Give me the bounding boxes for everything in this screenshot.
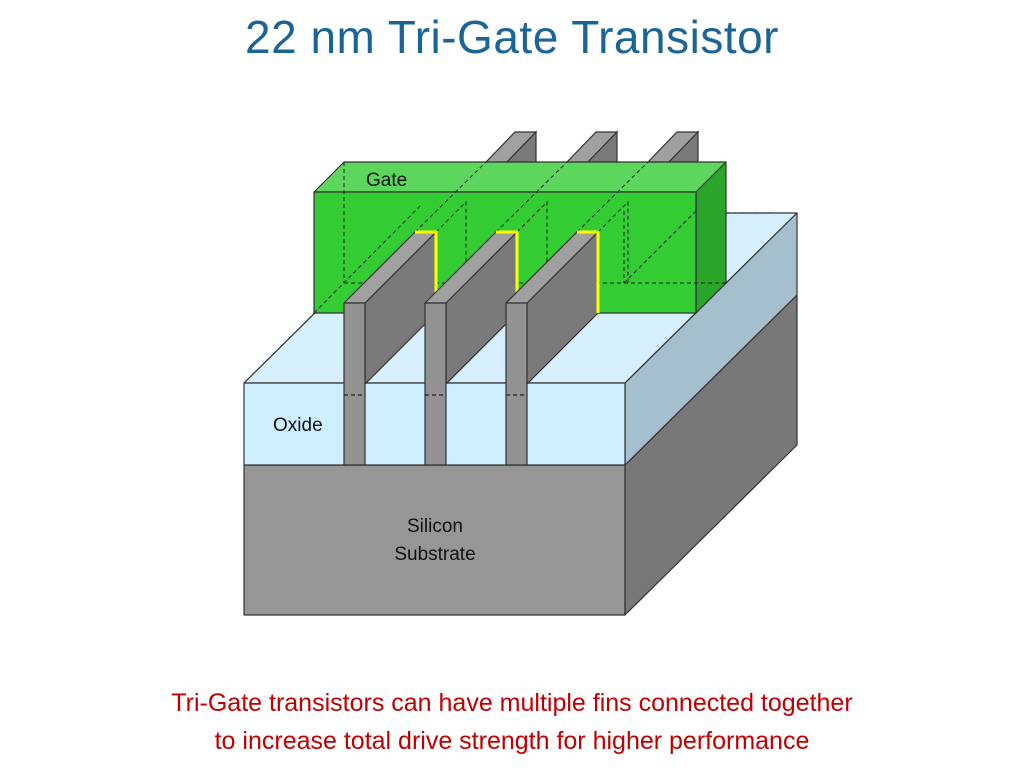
channel-highlight [415, 230, 438, 313]
fin-hidden-edge [435, 200, 467, 283]
substrate-label: Substrate [394, 544, 475, 565]
silicon-substrate-front [243, 464, 626, 616]
fin-hidden-edge [414, 161, 487, 233]
caption-line-1: Tri-Gate transistors can have multiple f… [171, 689, 853, 717]
fin-front [343, 302, 366, 466]
caption-line-2: to increase total drive strength for hig… [214, 727, 810, 755]
channel-highlight [577, 230, 600, 313]
silicon-label: Silicon [407, 516, 463, 537]
oxide-label: Oxide [273, 415, 323, 436]
fin-front [424, 302, 447, 466]
gate-label: Gate [366, 170, 407, 191]
fin-hidden-edge [516, 200, 548, 283]
page-title: 22 nm Tri-Gate Transistor [245, 11, 779, 63]
fin-hidden-edge [495, 161, 568, 233]
fin-hidden-edge [576, 161, 649, 233]
fin-hidden-edge [597, 200, 629, 283]
fin-front [505, 302, 528, 466]
caption: Tri-Gate transistors can have multiple f… [0, 684, 1024, 760]
channel-highlight [496, 230, 519, 313]
